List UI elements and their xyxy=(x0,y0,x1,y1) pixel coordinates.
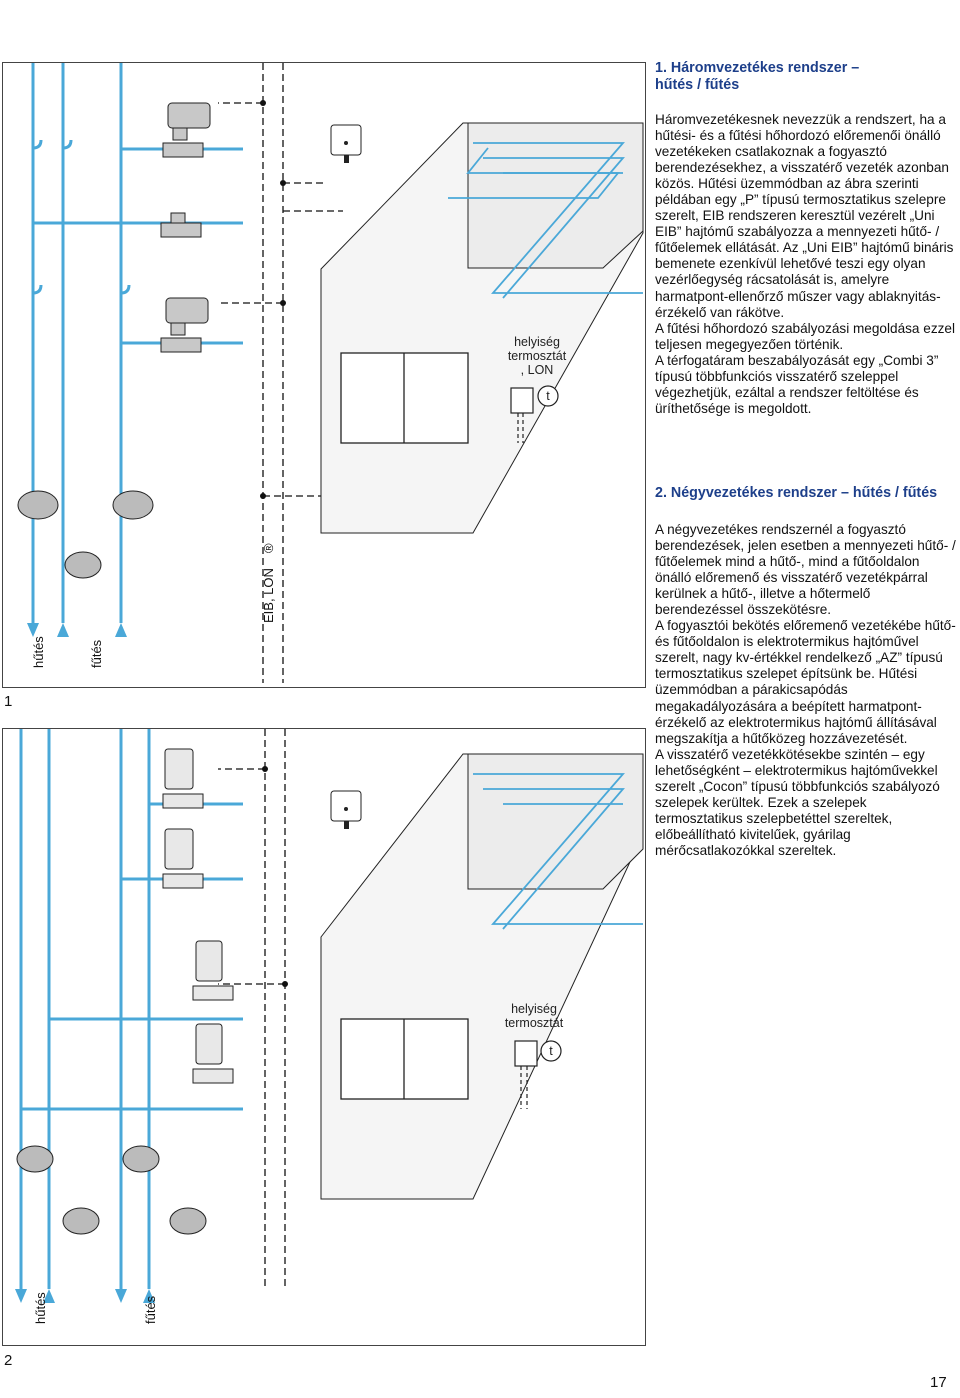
pipe-arrows xyxy=(27,623,127,637)
figure-2-drawing: t helyiség termosztát hűtés fűtés xyxy=(15,729,644,1324)
section-1-heading-line1: 1. Háromvezetékes rendszer – xyxy=(655,60,860,76)
pipe-label-cooling: hűtés xyxy=(33,1292,48,1324)
section-1-paragraph: A térfogatáram beszabályozását egy „Comb… xyxy=(655,352,939,416)
room-window xyxy=(340,352,469,444)
section-2-body: A négyvezetékes rendszernél a fogyasztó … xyxy=(655,522,957,859)
room-thermostat-label-line2: termosztát xyxy=(505,1016,564,1030)
room-thermostat-label-line2: termosztát xyxy=(508,349,567,363)
wall-thermostat-1 xyxy=(330,124,362,163)
section-1-paragraph: A fűtési hőhordozó szabályozási megoldás… xyxy=(655,320,955,352)
section-1-heading: 1. Háromvezetékes rendszer – hűtés / fűt… xyxy=(655,60,955,94)
pipe-label-cooling: hűtés xyxy=(31,636,46,668)
figure-1-three-pipe-diagram: t helyiség termosztát , LON hűtés fűtés … xyxy=(2,62,646,688)
figure-2-number: 2 xyxy=(4,1352,13,1369)
bus-label-registered: ® xyxy=(261,543,276,553)
section-1-paragraph: Háromvezetékesnek nevezzük a rendszert, … xyxy=(655,112,954,320)
section-1-heading-line2: hűtés / fűtés xyxy=(655,77,740,93)
control-lines xyxy=(218,729,286,1289)
bus-nodes xyxy=(262,766,288,987)
dewpoint-sensor xyxy=(514,1040,562,1109)
pipe-label-heating: fűtés xyxy=(143,1295,158,1324)
figure-2-four-pipe-diagram: t helyiség termosztát hűtés fűtés xyxy=(2,728,646,1346)
section-2-paragraph: A négyvezetékes rendszernél a fogyasztó … xyxy=(655,522,956,618)
section-2-paragraph: A visszatérő vezetékkötésekbe szintén – … xyxy=(655,746,940,858)
bus-label: EIB, LON xyxy=(261,568,276,623)
section-2-paragraph: A fogyasztói bekötés előremenő vezetékéb… xyxy=(655,618,956,746)
thermostatic-valves xyxy=(162,748,234,1084)
section-2-heading: 2. Négyvezetékes rendszer – hűtés / fűté… xyxy=(655,485,938,501)
ceiling-coils xyxy=(473,773,643,930)
ceiling-panel xyxy=(320,122,644,534)
figure-1-number: 1 xyxy=(4,693,13,710)
supply-pipes xyxy=(19,729,243,1289)
room-window xyxy=(340,1018,469,1100)
thermostat-t-symbol: t xyxy=(549,1044,553,1058)
room-bus-label: , LON xyxy=(521,363,554,377)
figure-1-drawing: t helyiség termosztát , LON hűtés fűtés … xyxy=(17,63,644,683)
thermostat-t-symbol: t xyxy=(546,389,550,403)
supply-pipes xyxy=(31,63,243,623)
page-number: 17 xyxy=(930,1374,947,1391)
wall-thermostat-2 xyxy=(330,790,362,829)
valves-lower xyxy=(17,490,154,579)
section-1-body: Háromvezetékesnek nevezzük a rendszert, … xyxy=(655,112,957,417)
dewpoint-sensor xyxy=(510,385,559,443)
ceiling-coils xyxy=(448,142,643,299)
room-thermostat-label-line1: helyiség xyxy=(511,1002,557,1016)
regulating-valves xyxy=(16,1145,207,1235)
pipe-label-heating: fűtés xyxy=(89,639,104,668)
room-thermostat-label-line1: helyiség xyxy=(514,335,560,349)
bus-nodes xyxy=(260,100,286,499)
valves-upper xyxy=(160,102,211,353)
pipe-arrows xyxy=(15,1289,155,1303)
